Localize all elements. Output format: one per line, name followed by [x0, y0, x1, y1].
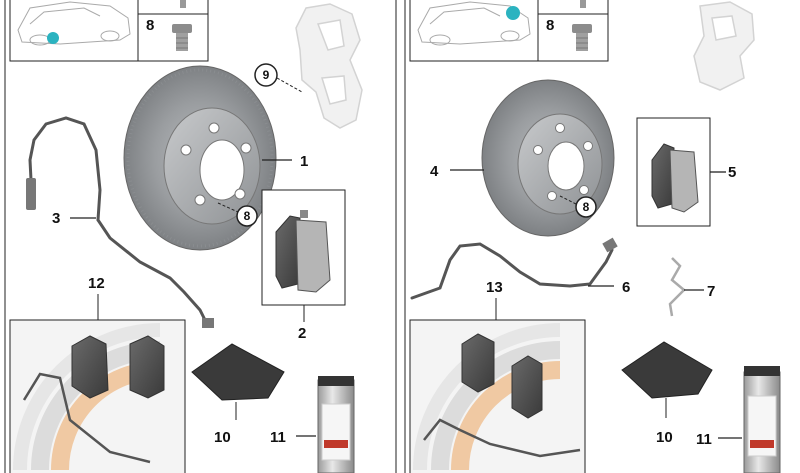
callout-5: 5: [728, 164, 736, 181]
wheel-location-marker: [47, 32, 59, 44]
leader-9: [276, 77, 303, 93]
callout-8-box: 8: [546, 17, 554, 34]
spray-can-icon: [743, 366, 781, 473]
callout-8-circle: 8: [244, 209, 251, 223]
screw-stub-icon: [580, 0, 586, 8]
callout-4: 4: [430, 163, 439, 180]
callout-7: 7: [707, 283, 715, 300]
sensor-plug-icon: [602, 237, 618, 253]
leader-8-circle: [217, 202, 239, 213]
screw-icon: [172, 24, 192, 51]
leader-8-circle: [559, 195, 577, 205]
callout-11: 11: [696, 431, 712, 448]
callout-10: 10: [656, 429, 673, 446]
callout-11: 11: [270, 429, 286, 446]
grease-packet-icon: [621, 341, 713, 399]
callout-12: 12: [88, 275, 105, 292]
car-locator-icon: [17, 1, 131, 46]
spray-can-icon: [317, 376, 355, 473]
brake-kit-box: [9, 319, 186, 473]
callout-8-box: 8: [146, 17, 154, 34]
wheel-location-marker: [506, 6, 520, 20]
left-panel: 8 9: [9, 0, 363, 473]
caliper-carrier-icon: [295, 3, 363, 129]
brake-disc-icon: [481, 79, 615, 237]
screw-icon: [572, 24, 592, 51]
callout-9-circle: [254, 63, 278, 87]
callout-6: 6: [622, 279, 630, 296]
screw-stub-icon: [180, 0, 186, 8]
caliper-carrier-icon: [693, 1, 755, 91]
brake-kit-box: [409, 319, 586, 473]
right-header-box: 8: [409, 0, 609, 62]
brake-pads-box: [636, 117, 711, 227]
callout-2: 2: [298, 325, 306, 342]
right-panel: 8 4 8: [409, 0, 781, 473]
sensor-plug-icon: [26, 178, 36, 210]
callout-8-circle: 8: [583, 200, 590, 214]
wear-sensor-icon: [410, 242, 614, 300]
left-header-box: 8: [9, 0, 209, 62]
wear-sensor-icon: [28, 116, 208, 324]
car-locator-icon: [417, 1, 531, 46]
callout-8-circle-ring: [236, 205, 258, 227]
callout-8-circle-ring: [575, 196, 597, 218]
brake-pads-box: [261, 189, 346, 306]
retaining-clip-icon: [668, 257, 686, 317]
callout-13: 13: [486, 279, 503, 296]
callout-10: 10: [214, 429, 231, 446]
callout-3: 3: [52, 210, 60, 227]
brake-disc-icon: [123, 65, 277, 251]
callout-9: 9: [263, 68, 270, 82]
callout-1: 1: [300, 153, 308, 170]
sensor-tip-icon: [202, 318, 214, 328]
grease-packet-icon: [191, 343, 285, 401]
